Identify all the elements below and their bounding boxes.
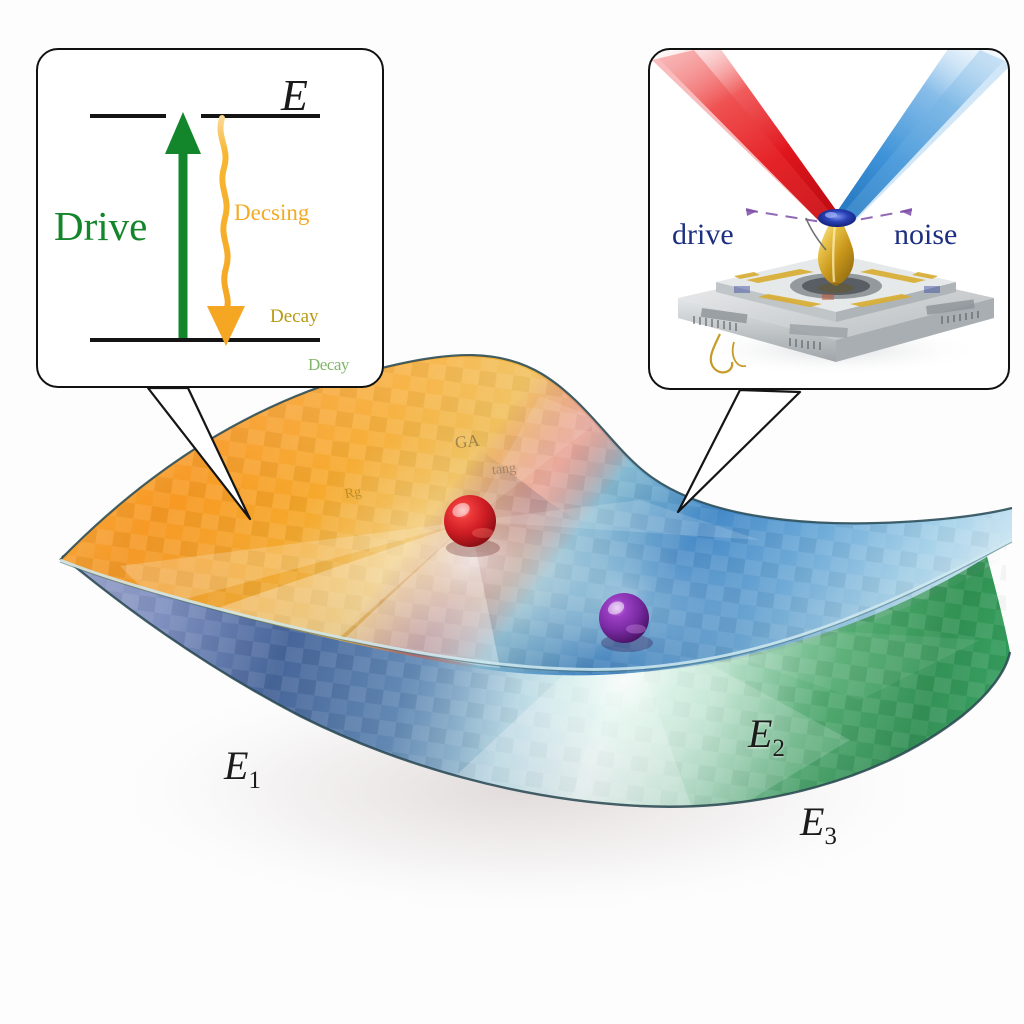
trap-noise-label: noise bbox=[894, 218, 958, 251]
trapped-ion bbox=[818, 209, 856, 227]
ion-trap-graphic bbox=[652, 50, 1008, 376]
inset-energy-level-diagram[interactable]: E Drive Decsing Decay Decay bbox=[36, 48, 384, 388]
surface-label-E3: E3 bbox=[800, 799, 837, 850]
node-purple-sphere bbox=[599, 593, 653, 652]
callout-right-pointer bbox=[676, 388, 802, 514]
surface-label-E2: E2 bbox=[748, 711, 785, 762]
decay-ghost-label: Decay bbox=[308, 355, 349, 374]
surface-label-E1: E1 bbox=[224, 743, 261, 794]
drive-arrow bbox=[165, 112, 201, 338]
noise-beam bbox=[838, 50, 1008, 220]
trap-chip bbox=[678, 254, 994, 374]
callout-left-pointer bbox=[146, 386, 252, 521]
guide-arrows bbox=[745, 209, 913, 223]
drive-label: Drive bbox=[54, 203, 148, 249]
decaying-label: Decsing bbox=[234, 200, 310, 225]
trap-drive-label: drive bbox=[672, 218, 734, 251]
level-diagram-graphic bbox=[90, 112, 320, 346]
decay-label: Decay bbox=[270, 306, 319, 327]
decay-wavy-arrow bbox=[207, 115, 245, 346]
inset-ion-trap[interactable]: drive noise bbox=[648, 48, 1010, 390]
node-red-sphere bbox=[444, 495, 500, 557]
drive-beam bbox=[652, 50, 836, 220]
level-axis-label-E: E bbox=[281, 71, 308, 120]
